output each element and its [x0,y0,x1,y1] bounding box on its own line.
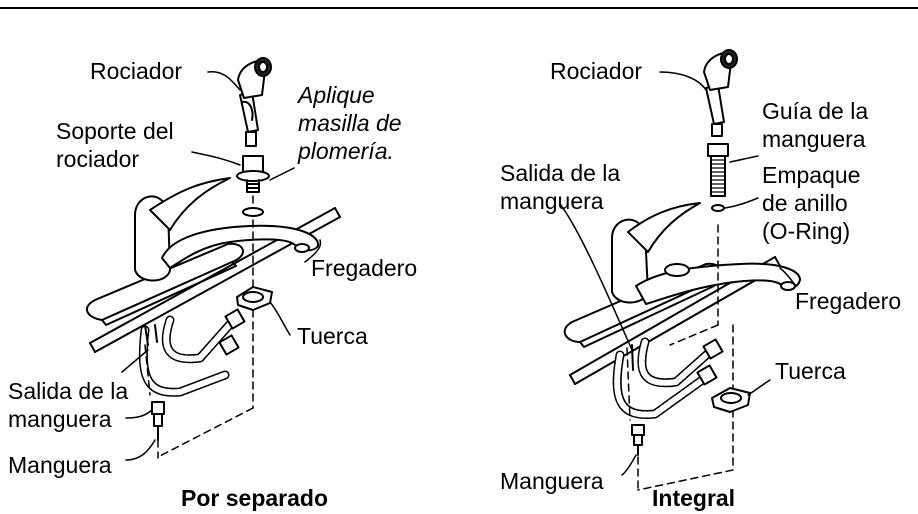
label-left-aplique-line3: plomería. [298,138,394,164]
label-left-soporte-line1: Soporte del [56,118,174,144]
label-left-rociador: Rociador [90,58,183,84]
label-left-tuerca: Tuerca [297,323,368,349]
right-nut [711,387,751,413]
label-right-salida-line2: manguera [500,188,604,214]
left-leader-lines [125,70,322,461]
label-right-rociador: Rociador [550,58,643,84]
label-right-fregadero: Fregadero [795,288,902,314]
label-left-aplique-line2: masilla de [298,110,402,136]
right-hose-fitting [631,424,645,456]
left-nut [236,286,273,311]
label-left-salida-line2: manguera [8,406,112,432]
label-left-aplique-line1: Aplique [298,82,375,108]
caption-left: Por separado [181,485,328,511]
label-right-manguera: Manguera [500,468,604,494]
right-supply-hoses [612,337,724,420]
label-right-guia-line1: Guía de la [762,98,869,124]
left-installation [85,57,341,461]
label-left-fregadero: Fregadero [311,255,418,281]
label-right-salida-line1: Salida de la [500,160,621,186]
label-right-tuerca: Tuerca [775,358,846,384]
label-left-soporte-line2: rociador [56,146,140,172]
right-sprayer-head [703,49,738,137]
right-dashed-guides [626,224,734,491]
left-hose-fitting [151,401,165,441]
label-left-salida-line1: Salida de la [8,378,129,404]
label-right-guia-line2: manguera [762,126,866,152]
right-leader-lines [559,71,796,476]
label-left-manguera: Manguera [8,452,112,478]
left-supply-hoses [138,308,246,397]
left-faucet-body [134,177,320,282]
left-sprayer-head [237,57,272,147]
right-faucet-body [611,202,801,305]
right-hose-guide [707,143,729,212]
label-right-empaque-line3: (O-Ring) [762,218,851,244]
label-right-empaque-line1: Empaque [762,162,861,188]
right-installation [559,49,801,491]
caption-right: Integral [652,485,736,511]
label-right-empaque-line2: de anillo [762,190,848,216]
left-sprayer-support [236,155,270,217]
